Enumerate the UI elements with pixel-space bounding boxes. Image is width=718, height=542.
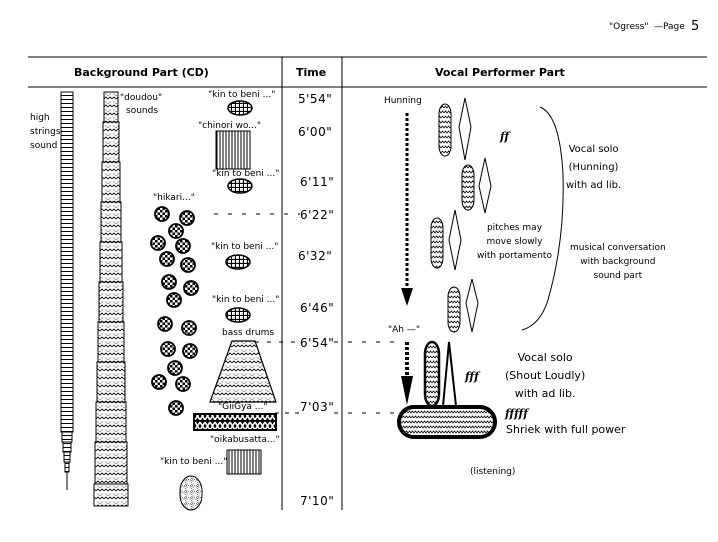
cue-kin-to-beni-3: "kin to beni ..." <box>211 242 279 252</box>
checker-circle <box>159 251 175 267</box>
cue-kin-to-beni-4: "kin to beni ..." <box>212 295 280 305</box>
dynamic-fff: fff <box>465 370 479 383</box>
checker-circle <box>160 341 176 357</box>
checker-circle <box>157 316 173 332</box>
solo2-line-2: (Shout Loudly) <box>505 369 586 382</box>
checker-circle <box>180 257 196 273</box>
doudou-line-2: sounds <box>126 106 159 116</box>
time-6-00: 6'00" <box>298 125 333 139</box>
checker-circle <box>168 223 184 239</box>
time-header: Time <box>296 66 327 79</box>
cue-oikabusatta: "oikabusatta..." <box>210 435 280 445</box>
conversation-line-1: musical conversation <box>570 243 666 253</box>
shriek-text: Shriek with full power <box>506 423 626 436</box>
oikabusatta-block <box>226 449 262 475</box>
ah-label: "Ah —" <box>388 325 421 335</box>
cue-hikari: "hikari..." <box>153 193 195 203</box>
cue-giigya: "GiiGya ..." <box>218 402 268 412</box>
conversation-line-2: with background <box>580 257 656 267</box>
checker-circle <box>183 280 199 296</box>
checker-circle <box>181 320 197 336</box>
kin-to-beni-oval-2 <box>227 178 253 194</box>
kin-to-beni-oval-1 <box>227 100 253 116</box>
pitches-line-2: move slowly <box>486 237 543 247</box>
page-number: 5 <box>691 19 700 34</box>
cue-bass-drums: bass drums <box>222 328 275 338</box>
doudou-line-1: "doudou" <box>120 93 163 103</box>
vocal-solo-bracket <box>521 106 564 331</box>
time-6-32: 6'32" <box>298 249 333 263</box>
checker-circle <box>154 206 170 222</box>
pitches-text: pitches may move slowly with portamento <box>477 221 552 263</box>
checker-circle <box>161 274 177 290</box>
high-strings-line-1: high <box>30 113 50 123</box>
vocal-solo-shout-text: Vocal solo (Shout Loudly) with ad lib. <box>505 349 585 403</box>
doudou-label: "doudou" sounds <box>120 92 162 118</box>
conversation-line-3: sound part <box>593 271 643 281</box>
hikari-checker-circles <box>150 206 199 416</box>
conversation-text: musical conversation with background sou… <box>570 241 666 283</box>
vocal-solo-hunning-text: Vocal solo (Hunning) with ad lib. <box>566 141 621 195</box>
time-6-22: 6'22" <box>300 208 335 222</box>
kin-to-beni-oval-3 <box>225 254 251 270</box>
time-6-54: 6'54" <box>300 336 335 350</box>
high-strings-bar <box>60 91 74 490</box>
cue-kin-to-beni-5: "kin to beni ..." <box>160 457 228 467</box>
checker-circle <box>175 376 191 392</box>
checker-circle <box>166 292 182 308</box>
checker-circle <box>167 360 183 376</box>
time-6-46: 6'46" <box>300 301 335 315</box>
cue-chinori-wo: "chinori wo..." <box>198 121 261 131</box>
cue-kin-to-beni-2: "kin to beni ..." <box>212 169 280 179</box>
kin-to-beni-dotted-oval <box>179 475 203 511</box>
vocal-diamonds <box>448 97 492 333</box>
background-part-header: Background Part (CD) <box>74 66 209 79</box>
checker-circle <box>179 210 195 226</box>
solo2-line-1: Vocal solo <box>517 351 573 364</box>
checker-circle <box>168 400 184 416</box>
page-prefix: —Page <box>654 22 685 32</box>
hunning-arrowhead <box>401 288 413 306</box>
time-7-10: 7'10" <box>300 494 335 508</box>
vocal-wavy-ovals <box>430 103 475 333</box>
kin-to-beni-oval-4 <box>225 307 251 323</box>
listening-text: (listening) <box>470 467 516 477</box>
shriek-capsule <box>397 405 497 439</box>
ah-arrowhead <box>401 376 413 405</box>
checker-circle <box>182 343 198 359</box>
pitches-line-1: pitches may <box>486 223 543 233</box>
time-6-11: 6'11" <box>300 175 335 189</box>
chinori-wo-block <box>215 130 251 170</box>
dynamic-ff: ff <box>500 130 510 143</box>
solo1-line-1: Vocal solo <box>568 144 619 155</box>
high-strings-line-3: sound <box>30 141 58 151</box>
shout-spike <box>441 341 458 407</box>
solo1-line-2: (Hunning) <box>568 162 619 173</box>
dynamic-fffff: fffff <box>505 407 528 420</box>
cue-kin-to-beni-1: "kin to beni ..." <box>208 90 276 100</box>
solo1-line-3: with ad lib. <box>566 180 622 191</box>
checker-circle <box>151 374 167 390</box>
bass-drums-shape <box>209 340 277 403</box>
pitches-line-3: with portamento <box>477 251 552 261</box>
solo2-line-3: with ad lib. <box>514 387 576 400</box>
time-7-03: 7'03" <box>300 400 335 414</box>
piece-title: "Ogress" <box>609 22 649 32</box>
high-strings-label: high strings sound <box>30 111 61 153</box>
high-strings-line-2: strings <box>30 127 61 137</box>
hunning-label: Hunning <box>384 96 422 106</box>
time-5-54: 5'54" <box>298 92 333 106</box>
vocal-part-header: Vocal Performer Part <box>435 66 565 79</box>
shout-oval <box>423 340 441 408</box>
checker-circle <box>175 238 191 254</box>
checker-circle <box>150 235 166 251</box>
giigya-bar <box>193 413 277 431</box>
doudou-bar <box>93 91 129 507</box>
